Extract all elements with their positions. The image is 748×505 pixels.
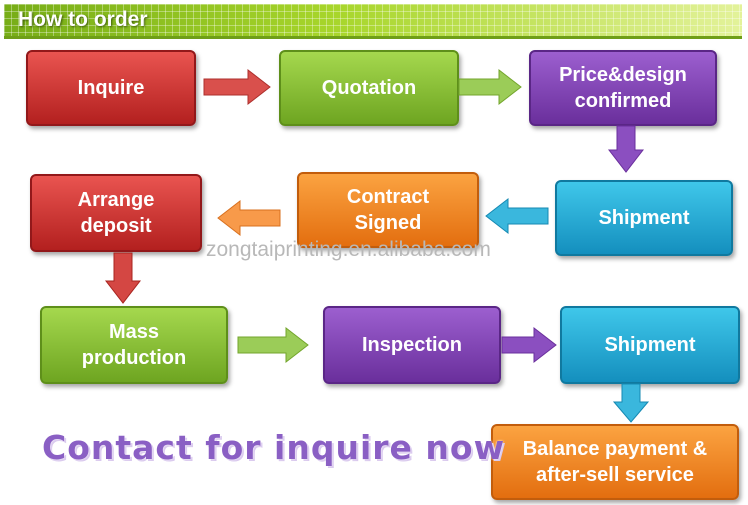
step-mass-production: Mass production bbox=[40, 306, 228, 384]
header-bar: How to order bbox=[4, 4, 742, 39]
step-quotation: Quotation bbox=[279, 50, 459, 126]
header-title: How to order bbox=[18, 8, 148, 31]
step-shipment-2-label: Shipment bbox=[604, 334, 696, 356]
arrow-left-icon bbox=[217, 199, 281, 237]
step-contract-line2: Signed bbox=[354, 212, 422, 234]
step-inquire: Inquire bbox=[26, 50, 196, 126]
step-price-design-line2: confirmed bbox=[574, 90, 672, 112]
arrow-right-icon bbox=[203, 68, 271, 106]
step-arrange-line2: deposit bbox=[80, 215, 152, 237]
contact-call-to-action: Contact for inquire now bbox=[42, 428, 506, 467]
step-contract-line1: Contract bbox=[346, 186, 430, 208]
step-price-design-line1: Price&design bbox=[559, 64, 687, 86]
step-arrange-line1: Arrange bbox=[77, 189, 155, 211]
step-contract-signed: Contract Signed bbox=[297, 172, 479, 248]
arrow-down-icon bbox=[607, 125, 645, 173]
arrow-left-icon bbox=[485, 197, 549, 235]
step-balance-line1: Balance payment & bbox=[522, 438, 708, 460]
arrow-down-icon bbox=[612, 383, 650, 423]
arrow-right-icon bbox=[237, 326, 309, 364]
step-balance-payment: Balance payment & after-sell service bbox=[491, 424, 739, 500]
step-balance-line2: after-sell service bbox=[536, 464, 694, 486]
step-shipment-1-label: Shipment bbox=[598, 207, 690, 229]
step-shipment-2: Shipment bbox=[560, 306, 740, 384]
step-inspection: Inspection bbox=[323, 306, 501, 384]
step-quotation-label: Quotation bbox=[321, 77, 417, 99]
arrow-right-icon bbox=[458, 68, 522, 106]
step-inquire-label: Inquire bbox=[77, 77, 145, 99]
step-shipment-1: Shipment bbox=[555, 180, 733, 256]
step-mass-line1: Mass bbox=[108, 321, 160, 343]
arrow-down-icon bbox=[104, 252, 142, 304]
watermark: zongtaiprinting.en.alibaba.com bbox=[206, 238, 491, 261]
step-price-design-confirmed: Price&design confirmed bbox=[529, 50, 717, 126]
step-inspection-label: Inspection bbox=[361, 334, 462, 356]
step-mass-line2: production bbox=[81, 347, 187, 369]
step-arrange-deposit: Arrange deposit bbox=[30, 174, 202, 252]
arrow-right-icon bbox=[501, 326, 557, 364]
